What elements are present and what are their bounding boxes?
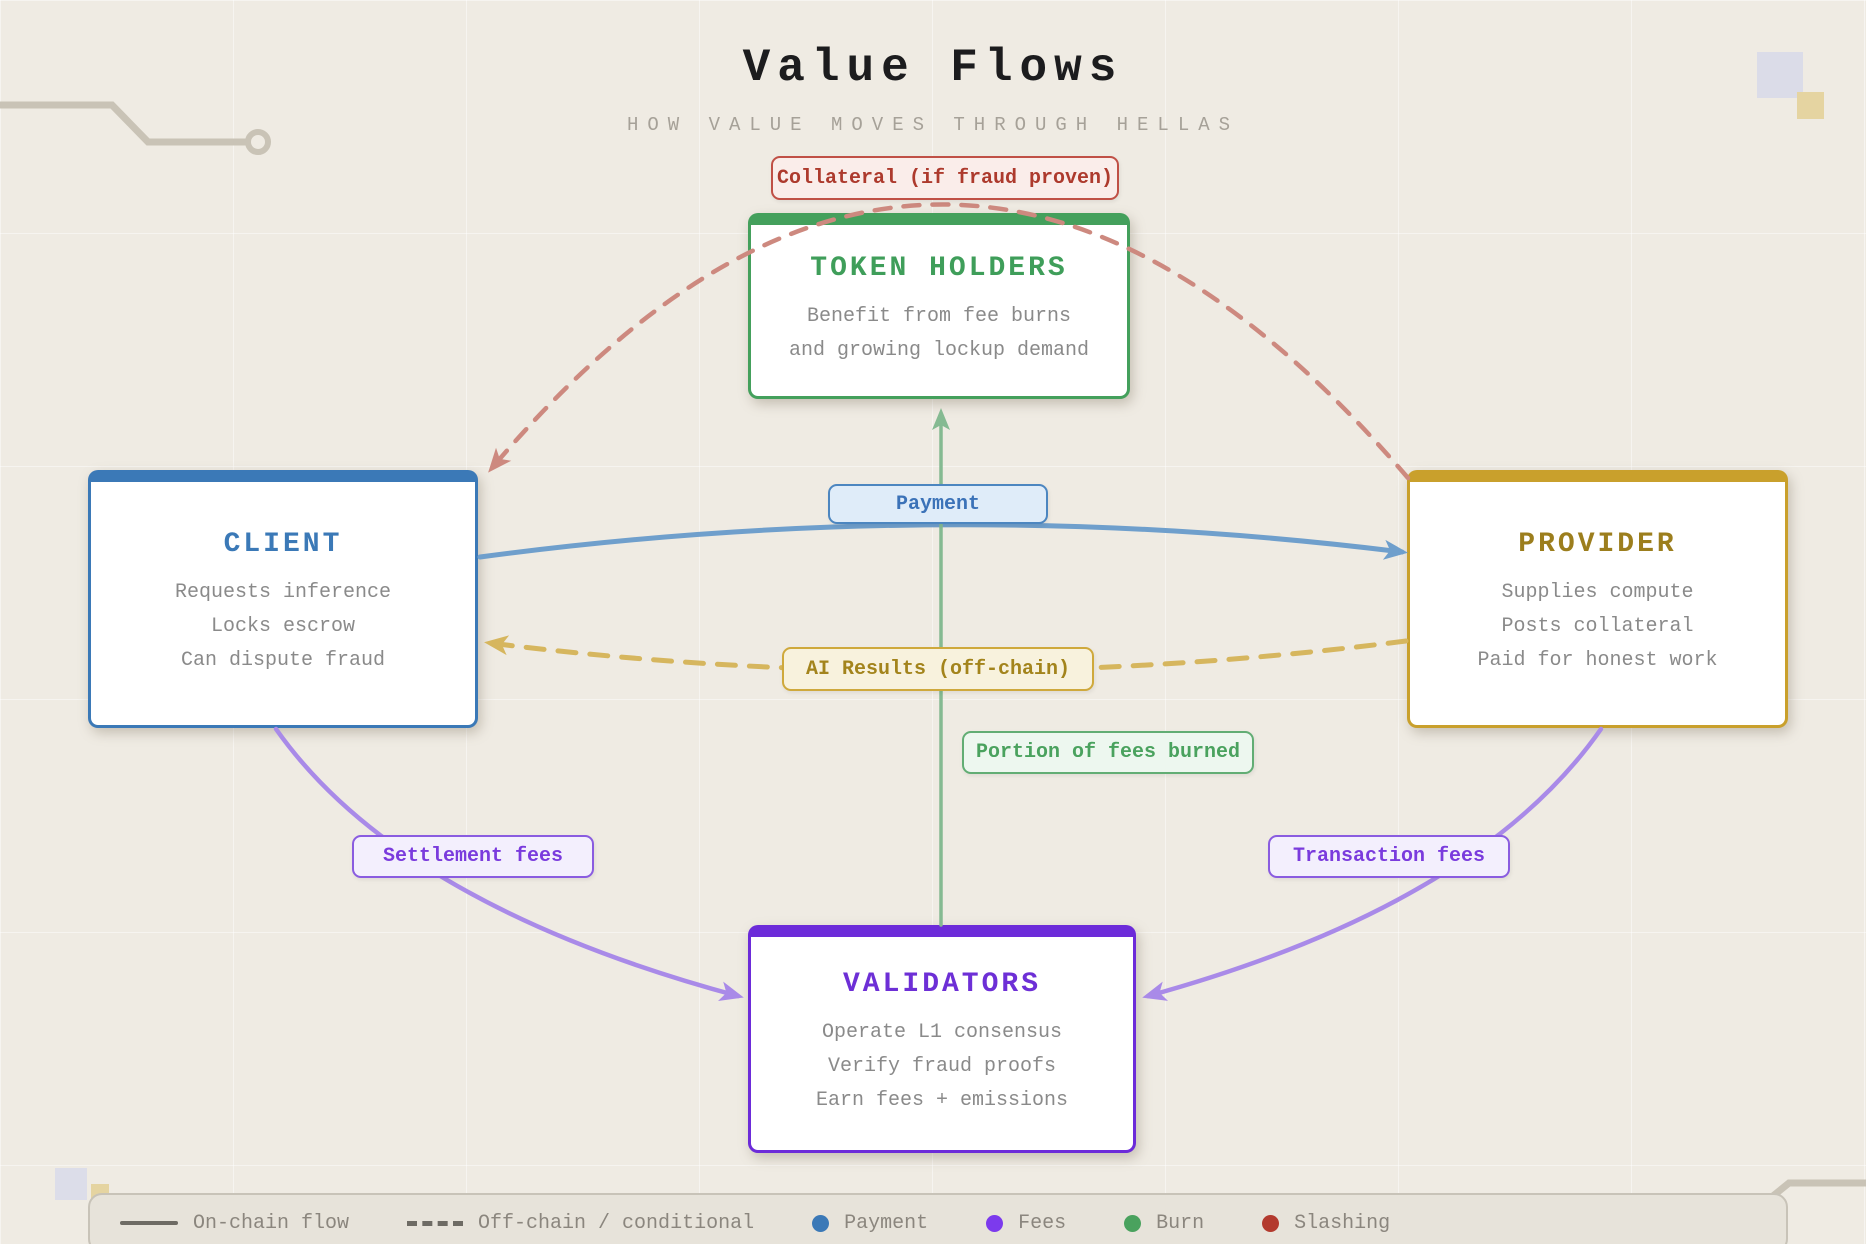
client-node: CLIENT Requests inference Locks escrow C…	[88, 470, 478, 728]
legend-label: Off-chain / conditional	[478, 1211, 755, 1235]
legend-label: Fees	[1018, 1211, 1067, 1235]
decor-square-bottom-left-large	[55, 1168, 87, 1200]
slashing-dot-icon	[1262, 1214, 1280, 1232]
settlement-fees-flow-label: Settlement fees	[352, 835, 594, 878]
legend-bar: On-chain flow Off-chain / conditional Pa…	[88, 1193, 1788, 1244]
client-line: Locks escrow	[210, 615, 356, 638]
legend-label: Slashing	[1294, 1211, 1391, 1235]
client-line: Can dispute fraud	[180, 649, 386, 672]
token-holders-line: and growing lockup demand	[788, 339, 1090, 362]
validators-line: Operate L1 consensus	[821, 1021, 1063, 1044]
client-line: Requests inference	[174, 581, 392, 604]
payment-dot-icon	[812, 1214, 830, 1232]
payment-arrow	[477, 522, 1408, 560]
validators-title: VALIDATORS	[842, 969, 1042, 1000]
legend-item-offchain: Off-chain / conditional	[407, 1212, 754, 1235]
collateral-flow-label: Collateral (if fraud proven)	[771, 156, 1119, 200]
decor-square-top-right-small	[1797, 92, 1824, 119]
token-holders-title: TOKEN HOLDERS	[810, 253, 1068, 284]
provider-line: Supplies compute	[1501, 581, 1694, 604]
client-title: CLIENT	[223, 529, 343, 560]
payment-flow-label: Payment	[828, 484, 1048, 524]
legend-item-burn: Burn	[1124, 1212, 1204, 1235]
legend-item-slashing: Slashing	[1262, 1212, 1390, 1235]
decor-square-top-right-large	[1757, 52, 1803, 98]
legend-item-payment: Payment	[812, 1212, 928, 1235]
legend-label: Burn	[1156, 1211, 1205, 1235]
provider-node: PROVIDER Supplies compute Posts collater…	[1407, 470, 1788, 728]
page-subtitle: HOW VALUE MOVES THROUGH HELLAS	[626, 114, 1240, 136]
legend-item-fees: Fees	[986, 1212, 1066, 1235]
validators-line: Earn fees + emissions	[815, 1089, 1069, 1112]
transaction-fees-flow-label: Transaction fees	[1268, 835, 1510, 878]
validators-line: Verify fraud proofs	[827, 1055, 1057, 1078]
fees-dot-icon	[986, 1214, 1004, 1232]
token-holders-line: Benefit from fee burns	[806, 305, 1072, 328]
dashed-line-swatch	[407, 1220, 464, 1226]
legend-item-onchain: On-chain flow	[120, 1212, 349, 1235]
page-title: Value Flows	[742, 42, 1124, 94]
fees-burned-flow-label: Portion of fees burned	[962, 731, 1254, 774]
legend-label: On-chain flow	[193, 1211, 350, 1235]
legend-label: Payment	[844, 1211, 929, 1235]
burn-dot-icon	[1124, 1214, 1142, 1232]
provider-title: PROVIDER	[1518, 529, 1677, 560]
solid-line-swatch	[120, 1221, 178, 1225]
provider-line: Posts collateral	[1501, 615, 1694, 638]
provider-line: Paid for honest work	[1477, 649, 1718, 672]
validators-node: VALIDATORS Operate L1 consensus Verify f…	[748, 925, 1136, 1153]
token-holders-node: TOKEN HOLDERS Benefit from fee burns and…	[748, 213, 1130, 399]
ai-results-flow-label: AI Results (off-chain)	[782, 647, 1094, 691]
